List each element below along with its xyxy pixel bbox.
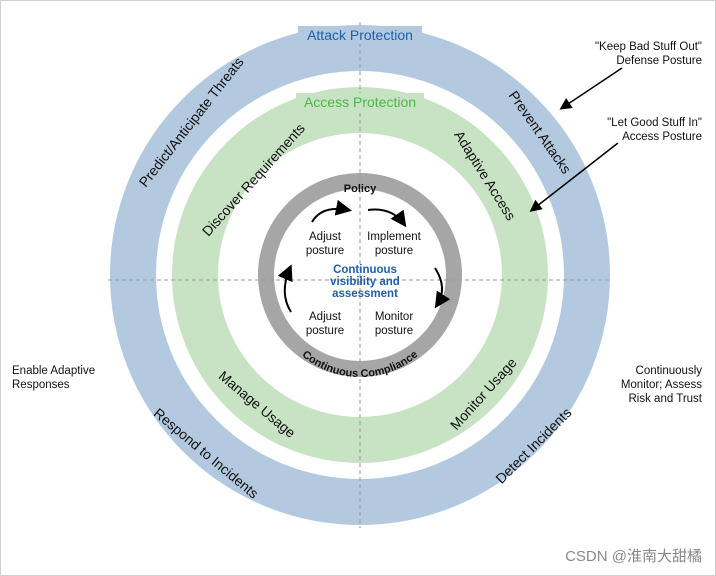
arrow-top-right-icon bbox=[367, 208, 407, 228]
policy-label: Policy bbox=[344, 183, 377, 195]
adaptive-responses-note: Enable Adaptive Responses bbox=[12, 365, 96, 391]
defense-arrow-icon bbox=[559, 67, 623, 110]
defense-posture-note: "Keep Bad Stuff Out" Defense Posture bbox=[594, 41, 702, 67]
access-protection-title: Access Protection bbox=[304, 94, 416, 110]
arrow-top-left-icon bbox=[311, 199, 352, 223]
monitor-risk-note: Continuously Monitor; Assess Risk and Tr… bbox=[620, 365, 702, 405]
arrow-left-icon bbox=[277, 264, 293, 313]
access-arrow-icon bbox=[529, 142, 619, 212]
watermark: CSDN @淮南大甜橘 bbox=[565, 548, 702, 565]
arrow-right-icon bbox=[434, 267, 451, 309]
access-posture-note: "Let Good Stuff In" Access Posture bbox=[607, 117, 702, 143]
attack-protection-title: Attack Protection bbox=[307, 27, 413, 43]
